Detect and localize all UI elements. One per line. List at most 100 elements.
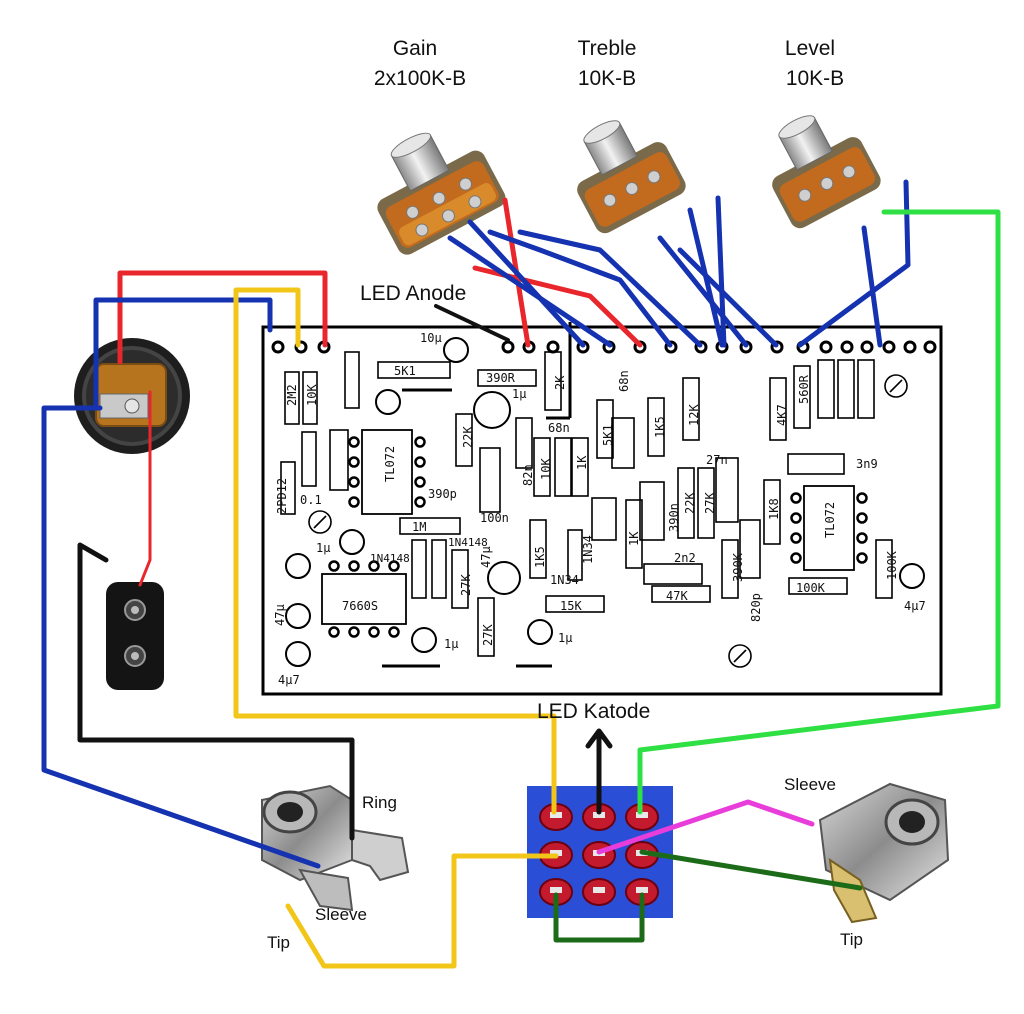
ic-7660s: [321, 560, 407, 638]
dc-power-jack: [74, 338, 190, 454]
pcb-label: 100n: [480, 511, 509, 525]
pcb-label: 4µ7: [904, 599, 926, 613]
treble-pot-value: 10K-B: [578, 67, 636, 90]
ic-tl072-left: [348, 429, 426, 515]
wire-blue-dc-ground: [93, 297, 273, 409]
pcb-label: 1µ: [316, 541, 330, 555]
pcb-label: 1K: [627, 531, 641, 546]
pcb-label: 390n: [667, 503, 681, 532]
wire-blue-treble-b: [715, 195, 727, 348]
pcb-label: 27K: [481, 624, 495, 646]
ic-tl072-right: [790, 485, 868, 571]
pcb-label: 2n2: [674, 551, 696, 565]
pcb-label: 1N4148: [448, 536, 488, 549]
output-tip-label: Tip: [840, 930, 863, 949]
wire-yellow-input-tip: [233, 287, 557, 815]
pcb-label: 82n: [521, 464, 535, 486]
pcb-label: 0.1: [300, 493, 322, 507]
pcb-label: TL072: [823, 502, 837, 538]
pcb-label: 27K: [703, 492, 717, 514]
pcb-label: 1µ: [558, 631, 572, 645]
pcb-electrolytic-caps: [285, 337, 925, 667]
pcb-label: 820p: [749, 593, 763, 622]
wire-blue-gain-c: [487, 229, 673, 348]
wires: [41, 179, 1001, 969]
pcb-label: 4K7: [775, 404, 789, 426]
wire-red-dc-power: [117, 270, 328, 365]
output-sleeve-label: Sleeve: [784, 775, 836, 794]
battery-snap: [106, 582, 164, 690]
led-anode-label: LED Anode: [360, 282, 466, 305]
level-pot-value: 10K-B: [786, 67, 844, 90]
pcb-label: 68n: [617, 370, 631, 392]
level-pot: [772, 115, 881, 229]
pcb-label: 47µ: [273, 604, 287, 626]
input-sleeve-label: Sleeve: [315, 905, 367, 924]
pcb-silkscreen: 10µ 5K1 390R 1µ 2K 68n 2M2 10K 22K TL072…: [273, 331, 926, 687]
wire-red-gain-2: [472, 265, 643, 348]
pcb-components: [280, 351, 893, 657]
pcb-label: 2K: [553, 375, 567, 390]
pcb-label: 10K: [305, 384, 319, 406]
wire-magenta-output-sleeve: [596, 799, 815, 855]
input-tip-label: Tip: [267, 933, 290, 952]
pcb-label: 2PD12: [275, 478, 289, 514]
pcb-label: 1µ: [444, 637, 458, 651]
treble-pot: [577, 120, 686, 234]
pcb-label: 2M2: [285, 384, 299, 406]
pcb-label: 15K: [560, 599, 582, 613]
pcb-label: 12K: [687, 404, 701, 426]
wire-red-battery: [138, 390, 152, 587]
pcb-label: 390K: [731, 552, 745, 582]
pcb-label: 5K1: [394, 364, 416, 378]
pcb-label: 1K5: [533, 546, 547, 568]
pcb-label: 68n: [548, 421, 570, 435]
pcb-label: TL072: [383, 446, 397, 482]
pcb-label: 5K1: [601, 424, 615, 446]
level-pot-name: Level: [785, 37, 835, 60]
wire-blue-treble-d: [677, 247, 779, 348]
pcb-label: 7660S: [342, 599, 378, 613]
led-anode-arrow: [434, 304, 510, 342]
pcb-label: 1N34: [550, 573, 579, 587]
wire-green-level-out: [637, 209, 1001, 815]
wire-black-battery-ring: [77, 542, 355, 841]
pcb-label: 47K: [666, 589, 688, 603]
pcb-label: 390p: [428, 487, 457, 501]
pcb-label: 1M: [412, 520, 426, 534]
pcb-label: 1µ: [512, 387, 526, 401]
pcb-label: 27K: [459, 574, 473, 596]
pcb-label: 3n9: [856, 457, 878, 471]
wire-blue-gain-b: [467, 219, 586, 348]
led-katode-label: LED Katode: [537, 700, 650, 723]
pcb-label: 10K: [539, 458, 553, 480]
wire-darkgreen-output-tip: [639, 849, 863, 891]
treble-pot-name: Treble: [578, 37, 637, 60]
gain-pot: [377, 132, 506, 255]
pcb-label: 560R: [797, 374, 811, 404]
pcb-label: 1N4148: [370, 552, 410, 565]
wire-blue-input-sleeve: [41, 405, 321, 869]
pcb-layout: 10µ 5K1 390R 1µ 2K 68n 2M2 10K 22K TL072…: [261, 322, 943, 696]
pcb-label: 1K5: [653, 416, 667, 438]
pcb-label: 47µ: [479, 546, 493, 568]
wire-yellow-tip-footswitch: [285, 853, 559, 969]
input-ring-label: Ring: [362, 793, 397, 812]
output-jack: [818, 782, 950, 924]
led-katode-arrow-head: [585, 728, 613, 749]
pcb-label: 22K: [461, 426, 475, 448]
pcb-label: 10µ: [420, 331, 442, 345]
pcb-label: 390R: [486, 371, 516, 385]
gain-pot-name: Gain: [393, 37, 437, 60]
pcb-label: 27n: [706, 453, 728, 467]
pcb-label: 22K: [683, 492, 697, 514]
pcb-label: 100K: [885, 550, 899, 580]
pcb-label: 1K8: [767, 498, 781, 520]
pcb-label: 1N34: [581, 535, 595, 564]
pcb-jumpers: [382, 322, 572, 668]
pcb-label: 1K: [575, 455, 589, 470]
wire-blue-gain-a: [447, 235, 613, 348]
gain-pot-value: 2x100K-B: [374, 67, 466, 90]
wire-blue-gain-d: [517, 229, 703, 348]
